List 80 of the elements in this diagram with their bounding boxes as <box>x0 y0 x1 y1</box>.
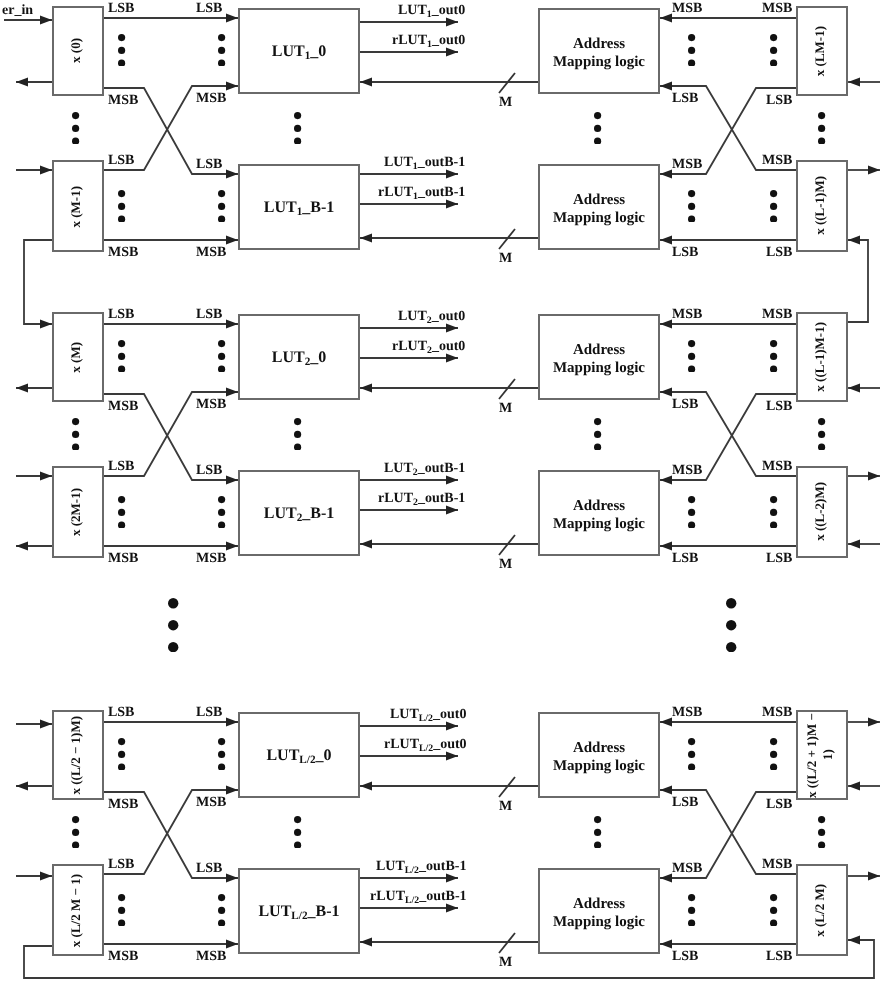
logic-block <box>538 164 660 250</box>
register-box <box>796 160 848 252</box>
logic-block <box>538 712 660 798</box>
lut-label: LUT$_{2}$_B-1 <box>263 504 335 522</box>
register-box <box>796 312 848 402</box>
register-box <box>52 710 104 800</box>
arrow <box>659 939 797 949</box>
arrow <box>103 319 239 329</box>
lut-box <box>238 8 360 94</box>
lut-box <box>238 314 360 400</box>
arrow <box>659 717 797 727</box>
arrow <box>3 15 53 25</box>
register-box <box>52 864 104 956</box>
register-box <box>796 864 848 956</box>
arrow <box>15 383 53 393</box>
register-box <box>52 160 104 252</box>
arrow <box>847 235 869 323</box>
arrow <box>359 353 459 363</box>
arrow <box>15 781 53 791</box>
arrow <box>847 539 881 549</box>
arrow <box>359 937 539 947</box>
register-box <box>52 466 104 558</box>
lut-box <box>238 712 360 798</box>
arrow <box>359 17 459 27</box>
arrow <box>359 199 459 209</box>
lut-label: LUT$_{1}$_0 <box>271 42 327 60</box>
arrow <box>23 935 875 979</box>
arrow <box>847 871 881 881</box>
arrow <box>359 383 539 393</box>
arrow <box>103 717 239 727</box>
arrow <box>359 505 459 515</box>
logic-block <box>538 470 660 556</box>
arrow <box>15 719 53 729</box>
arrow <box>359 781 539 791</box>
arrow <box>15 541 53 551</box>
lut-label: LUT$_{2}$_0 <box>271 348 327 366</box>
register-box <box>52 312 104 402</box>
lut-label: LUT$_{1}$_B-1 <box>263 198 335 216</box>
arrow <box>359 751 459 761</box>
register-box <box>796 6 848 96</box>
arrow <box>847 781 881 791</box>
lut-box <box>238 868 360 954</box>
arrow <box>659 13 797 23</box>
register-box <box>796 710 848 800</box>
lut-label: LUT$_{L/2}$_B-1 <box>258 902 340 920</box>
arrow <box>847 77 881 87</box>
arrow <box>359 169 459 179</box>
arrow <box>847 165 881 175</box>
arrow <box>103 13 239 23</box>
arrow <box>359 475 459 485</box>
arrow <box>847 383 881 393</box>
arrow <box>359 47 459 57</box>
lut-box <box>238 470 360 556</box>
arrow <box>659 235 797 245</box>
arrow <box>103 939 239 949</box>
arrow <box>359 721 459 731</box>
lut-box <box>238 164 360 250</box>
register-box <box>796 466 848 558</box>
arrow <box>15 165 53 175</box>
logic-block <box>538 868 660 954</box>
arrow <box>15 871 53 881</box>
lut-label: LUT$_{L/2}$_0 <box>266 746 332 764</box>
arrow <box>359 77 539 87</box>
arrow <box>359 903 459 913</box>
logic-block <box>538 8 660 94</box>
arrow <box>359 323 459 333</box>
arrow <box>659 319 797 329</box>
arrow <box>847 471 881 481</box>
arrow <box>15 77 53 87</box>
arrow <box>23 239 53 329</box>
arrow <box>847 717 881 727</box>
arrow <box>659 541 797 551</box>
register-box <box>52 6 104 96</box>
arrow <box>359 539 539 549</box>
logic-block <box>538 314 660 400</box>
arrow <box>103 235 239 245</box>
arrow <box>359 873 459 883</box>
arrow <box>103 541 239 551</box>
arrow <box>15 471 53 481</box>
arrow <box>359 233 539 243</box>
